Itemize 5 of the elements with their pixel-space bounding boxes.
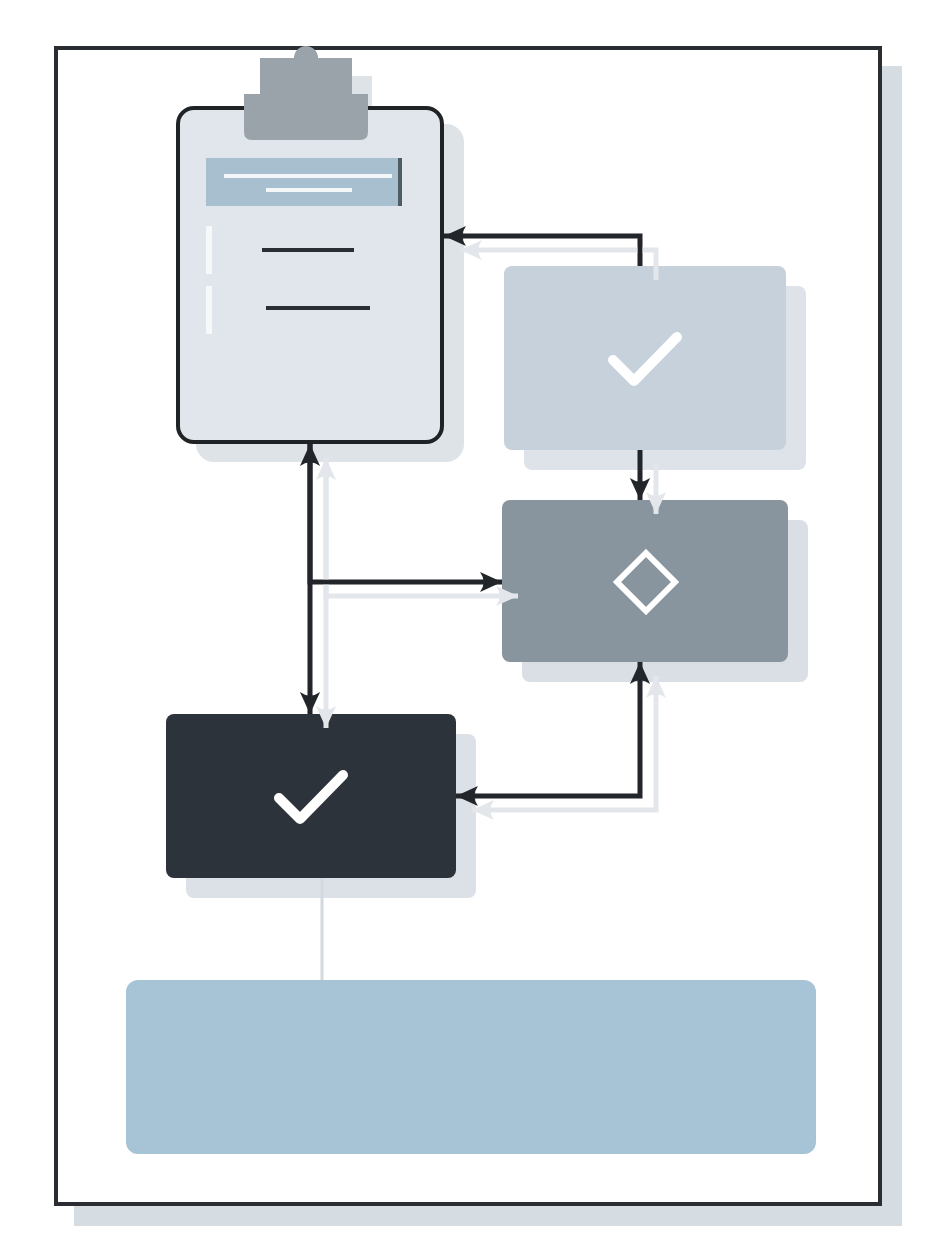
process-box <box>166 714 456 878</box>
empty-bar <box>126 980 816 1154</box>
process-box <box>504 266 786 450</box>
connector-line <box>320 878 324 980</box>
process-box <box>502 500 788 662</box>
